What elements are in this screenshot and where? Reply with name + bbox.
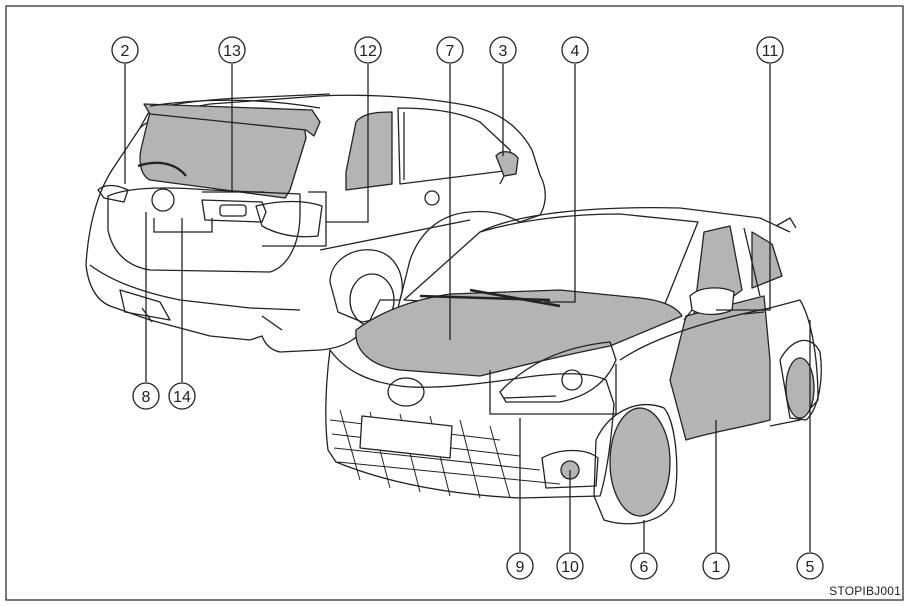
callout-13: 13 (218, 36, 246, 64)
callout-14: 14 (168, 382, 196, 410)
hood-shade (355, 289, 683, 377)
callout-1: 1 (702, 552, 730, 580)
callout-12: 12 (354, 36, 382, 64)
callout-7-label: 7 (446, 43, 455, 60)
callout-9-label: 9 (516, 559, 525, 576)
callout-7: 7 (436, 36, 464, 64)
callout-1-label: 1 (712, 559, 721, 576)
rear-window-shade (139, 111, 307, 199)
callout-13-label: 13 (223, 43, 241, 60)
callout-11: 11 (756, 36, 784, 64)
callout-5-label: 5 (806, 559, 815, 576)
callout-3-label: 3 (499, 43, 508, 60)
callout-3: 3 (489, 36, 517, 64)
door-shade (669, 295, 771, 441)
callout-11-label: 11 (762, 43, 779, 60)
callout-5: 5 (796, 552, 824, 580)
callout-2-label: 2 (121, 43, 130, 60)
callout-2: 2 (111, 36, 139, 64)
figure-code: STOPIBJ001 (829, 584, 901, 598)
callout-10: 10 (556, 552, 584, 580)
leader-lines (124, 64, 811, 552)
callout-8-label: 8 (142, 389, 151, 406)
callout-8: 8 (132, 382, 160, 410)
callout-6: 6 (630, 552, 658, 580)
callout-4-label: 4 (571, 43, 580, 60)
callout-6-label: 6 (640, 559, 649, 576)
callout-14-label: 14 (173, 389, 191, 406)
callout-4: 4 (561, 36, 589, 64)
front-car-illustration (325, 206, 822, 525)
rear-car-illustration (85, 93, 546, 353)
callout-12-label: 12 (359, 43, 377, 60)
callout-10-label: 10 (561, 559, 579, 576)
callout-9: 9 (506, 552, 534, 580)
